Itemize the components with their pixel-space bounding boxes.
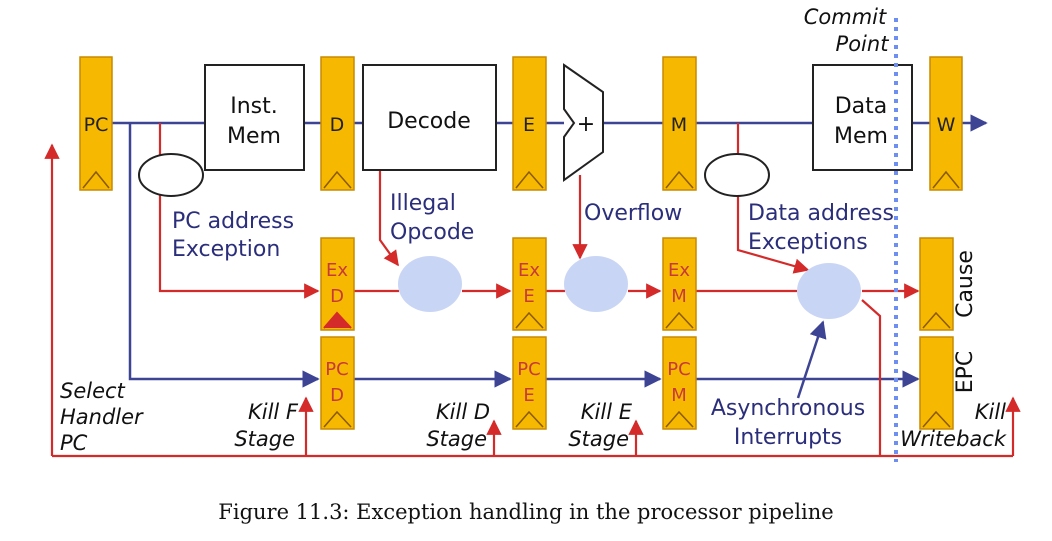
- svg-text:D: D: [330, 385, 344, 406]
- svg-text:PC: PC: [517, 359, 540, 380]
- kill-f-stage-label: Kill F Stage: [234, 400, 299, 451]
- svg-text:E: E: [523, 114, 535, 136]
- data-address-exceptions-label: Data address Exceptions: [748, 201, 894, 255]
- select-handler-pc-label: Select Handler PC: [60, 379, 144, 455]
- svg-text:Opcode: Opcode: [390, 220, 474, 245]
- svg-text:Writeback: Writeback: [900, 427, 1007, 451]
- pcd-register: PC D: [320, 336, 355, 430]
- svg-text:E: E: [523, 286, 534, 307]
- svg-text:Interrupts: Interrupts: [734, 425, 842, 450]
- svg-text:Cause: Cause: [953, 250, 978, 318]
- svg-text:M: M: [671, 286, 687, 307]
- kill-writeback-label: Kill Writeback: [900, 400, 1007, 451]
- pc-register: PC: [79, 56, 113, 191]
- exception-paths: [44, 123, 1021, 458]
- pipeline-diagram: Inst. Mem Decode + Data Mem PC D E M W: [44, 5, 1021, 462]
- asynchronous-interrupts-label: Asynchronous Interrupts: [711, 396, 865, 450]
- svg-text:M: M: [671, 114, 687, 136]
- illegal-opcode-label: Illegal Opcode: [390, 191, 474, 245]
- data-address-check-oval: [704, 153, 770, 197]
- svg-text:Select: Select: [60, 379, 126, 403]
- svg-text:Mem: Mem: [227, 124, 281, 149]
- svg-text:Data address: Data address: [748, 201, 894, 226]
- pcm-register: PC M: [662, 336, 697, 430]
- inst-mem-block: Inst. Mem: [204, 64, 305, 171]
- svg-text:Inst.: Inst.: [230, 94, 278, 119]
- svg-text:Ex: Ex: [668, 260, 690, 281]
- cause-register: Cause: [919, 237, 978, 331]
- svg-text:E: E: [523, 385, 534, 406]
- svg-text:Illegal: Illegal: [390, 191, 456, 216]
- svg-text:D: D: [330, 114, 345, 136]
- pc-address-check-oval: [138, 153, 204, 197]
- svg-text:W: W: [937, 114, 956, 136]
- m-register: M: [662, 56, 697, 191]
- svg-text:PC: PC: [667, 359, 690, 380]
- svg-text:EPC: EPC: [953, 351, 978, 394]
- pc-address-exception-label: PC address Exception: [172, 209, 294, 262]
- alu-block: +: [563, 63, 604, 182]
- decode-exception-bubble: [398, 256, 462, 312]
- svg-text:PC: PC: [84, 114, 109, 136]
- svg-text:Mem: Mem: [834, 124, 888, 149]
- svg-text:Exception: Exception: [172, 237, 280, 262]
- svg-text:Kill E: Kill E: [581, 400, 633, 424]
- svg-text:M: M: [671, 385, 687, 406]
- exm-register: Ex M: [662, 237, 697, 331]
- svg-text:Kill: Kill: [975, 400, 1006, 424]
- overflow-label: Overflow: [584, 201, 682, 226]
- kill-d-stage-label: Kill D Stage: [426, 400, 490, 451]
- decode-block: Decode: [362, 64, 497, 171]
- svg-text:Kill F: Kill F: [248, 400, 299, 424]
- pce-register: PC E: [512, 336, 547, 430]
- figure-caption: Figure 11.3: Exception handling in the p…: [218, 500, 834, 524]
- w-register: W: [929, 56, 963, 191]
- svg-text:PC: PC: [325, 359, 348, 380]
- svg-text:PC address: PC address: [172, 209, 294, 234]
- exd-register: Ex D: [320, 237, 355, 331]
- svg-text:D: D: [330, 286, 344, 307]
- svg-text:Stage: Stage: [234, 427, 295, 451]
- svg-text:Handler: Handler: [60, 405, 144, 429]
- memory-exception-bubble: [797, 263, 861, 319]
- svg-text:PC: PC: [60, 431, 88, 455]
- svg-text:Data: Data: [835, 94, 888, 119]
- e-register: E: [512, 56, 547, 191]
- d-register: D: [320, 56, 355, 191]
- epc-register: EPC: [919, 336, 978, 430]
- svg-text:Point: Point: [836, 32, 890, 56]
- execute-exception-bubble: [564, 256, 628, 312]
- svg-text:Asynchronous: Asynchronous: [711, 396, 865, 421]
- svg-text:+: +: [577, 112, 595, 137]
- svg-text:Ex: Ex: [518, 260, 540, 281]
- commit-point-label: Commit Point: [804, 5, 889, 56]
- svg-text:Stage: Stage: [568, 427, 629, 451]
- svg-text:Exceptions: Exceptions: [748, 230, 868, 255]
- svg-text:Commit: Commit: [804, 5, 887, 29]
- svg-text:Ex: Ex: [326, 260, 348, 281]
- exe-register: Ex E: [512, 237, 547, 331]
- kill-e-stage-label: Kill E Stage: [568, 400, 632, 451]
- svg-text:Stage: Stage: [426, 427, 487, 451]
- svg-text:Kill D: Kill D: [436, 400, 490, 424]
- svg-text:Decode: Decode: [387, 109, 471, 134]
